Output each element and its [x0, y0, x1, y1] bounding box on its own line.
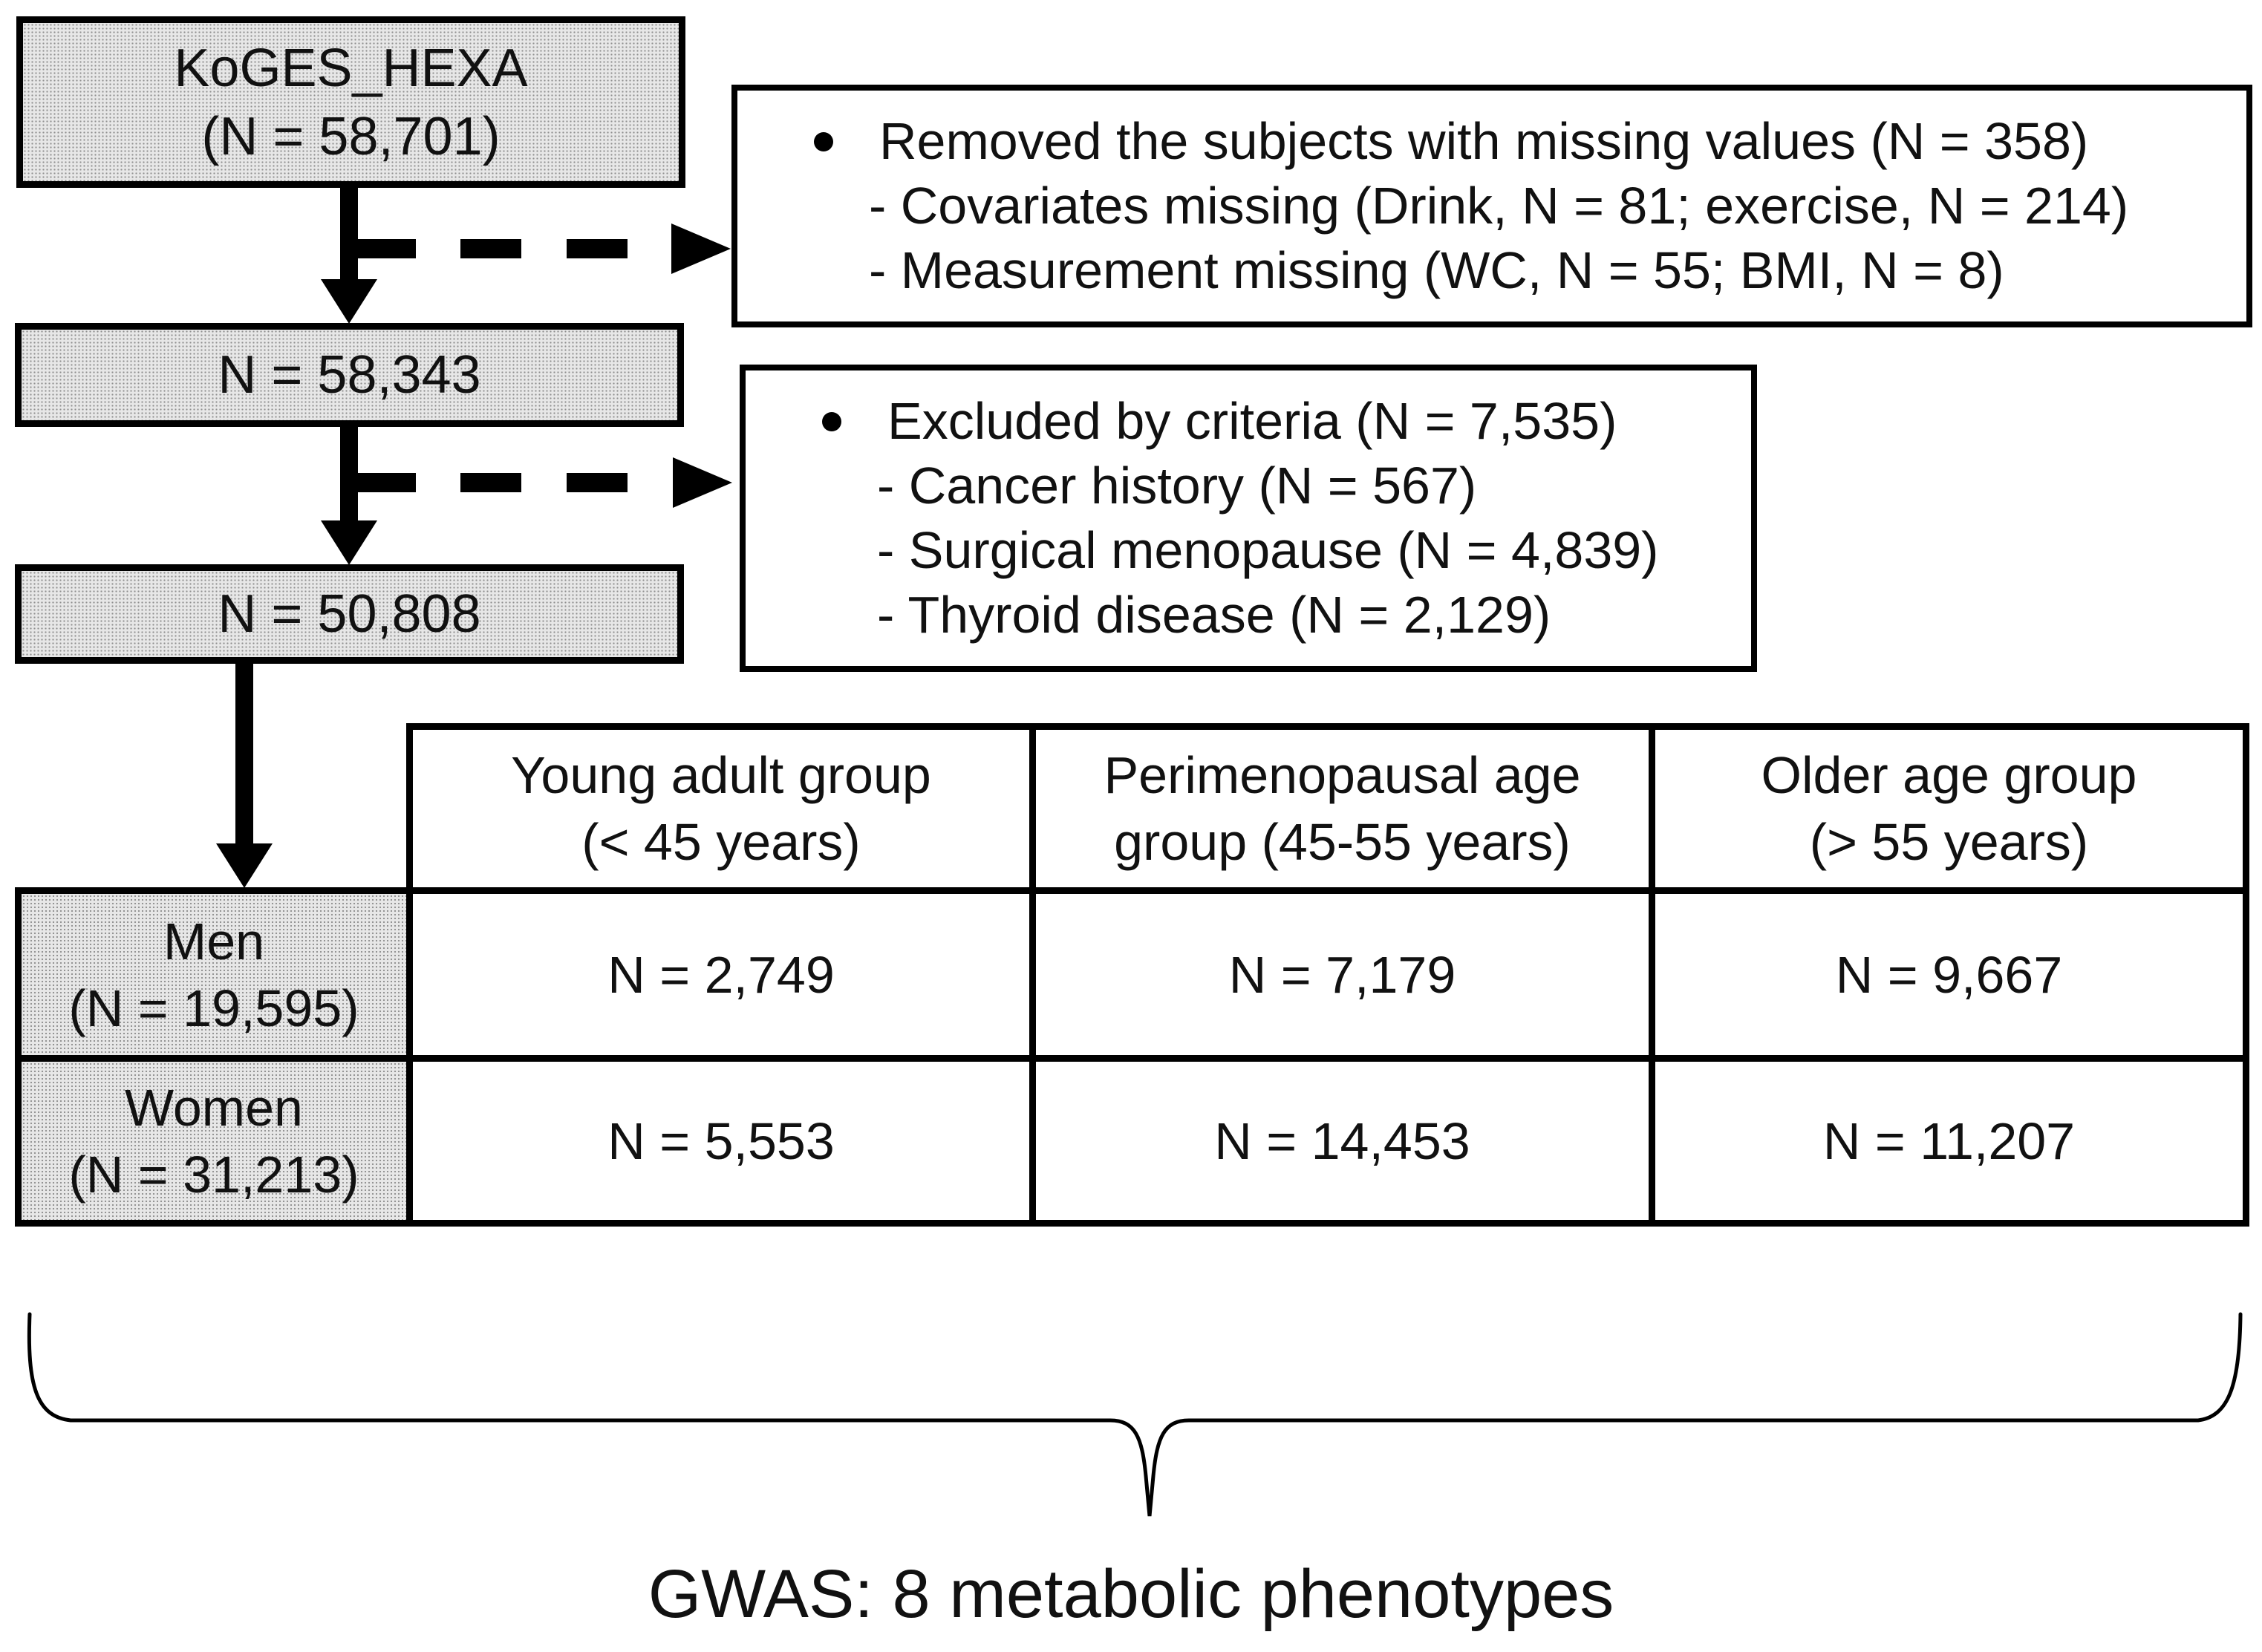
exclusion2-item: - Surgical menopause (N = 4,839) [877, 521, 1659, 579]
table-cell: N = 5,553 [406, 1055, 1036, 1227]
column-header-line: Older age group [1761, 746, 2137, 804]
table-cell: N = 11,207 [1649, 1055, 2249, 1227]
table-row-men: Men (N = 19,595) N = 2,749 N = 7,179 N =… [15, 887, 2249, 1062]
exclusion2-bullet-row: Excluded by criteria (N = 7,535) [816, 389, 1751, 454]
column-header-perimenopausal: Perimenopausal age group (45-55 years) [1029, 723, 1655, 894]
row-header-men: Men (N = 19,595) [15, 887, 413, 1062]
row-header-women: Women (N = 31,213) [15, 1055, 413, 1227]
column-header-older: Older age group (> 55 years) [1649, 723, 2249, 894]
source-cohort-name: KoGES_HEXA [174, 38, 528, 98]
column-header-line: (< 45 years) [581, 813, 861, 871]
dashed-right-arrow-segment [358, 473, 416, 492]
down-arrow-shaft [235, 664, 253, 843]
table-cell: N = 7,179 [1029, 887, 1655, 1062]
exclusion-box-missing-values: Removed the subjects with missing values… [731, 85, 2252, 327]
exclusion1-item: - Measurement missing (WC, N = 55; BMI, … [869, 241, 2004, 299]
exclusion1-item: - Covariates missing (Drink, N = 81; exe… [869, 177, 2129, 235]
bullet-icon [814, 131, 833, 151]
down-arrow-icon [321, 520, 377, 565]
exclusion1-bullet-text: Removed the subjects with missing values… [879, 112, 2089, 170]
row-header-line: Women [125, 1078, 303, 1137]
dashed-right-arrow-icon [673, 457, 732, 508]
exclusion-box-criteria: Excluded by criteria (N = 7,535) - Cance… [740, 365, 1757, 672]
step2-n-box: N = 50,808 [15, 564, 684, 664]
column-header-young-adult: Young adult group (< 45 years) [406, 723, 1036, 894]
column-header-line: group (45-55 years) [1114, 813, 1571, 871]
dashed-right-arrow-icon [671, 223, 731, 274]
table-cell: N = 9,667 [1649, 887, 2249, 1062]
table-corner-cell [19, 727, 410, 891]
down-arrow-shaft [340, 427, 358, 520]
table-header-row: Young adult group (< 45 years) Perimenop… [19, 723, 2249, 894]
exclusion2-bullet-text: Excluded by criteria (N = 7,535) [887, 392, 1617, 450]
row-header-line: (N = 31,213) [68, 1145, 359, 1204]
exclusion2-item: - Thyroid disease (N = 2,129) [877, 586, 1551, 644]
step1-n-label: N = 58,343 [218, 345, 481, 405]
step2-n-label: N = 50,808 [218, 584, 481, 644]
column-header-line: (> 55 years) [1809, 813, 2089, 871]
dashed-right-arrow-segment [460, 473, 521, 492]
table-cell: N = 14,453 [1029, 1055, 1655, 1227]
dashed-right-arrow-segment [358, 239, 416, 258]
source-cohort-n: (N = 58,701) [201, 106, 501, 166]
column-header-line: Perimenopausal age [1104, 746, 1581, 804]
down-arrow-icon [216, 843, 273, 888]
dashed-right-arrow-segment [567, 239, 628, 258]
down-arrow-icon [321, 279, 377, 324]
column-header-line: Young adult group [511, 746, 931, 804]
row-header-line: Men [163, 912, 265, 970]
dashed-right-arrow-segment [567, 473, 628, 492]
bullet-icon [822, 411, 841, 431]
dashed-right-arrow-segment [460, 239, 521, 258]
table-cell: N = 2,749 [406, 887, 1036, 1062]
row-header-line: (N = 19,595) [68, 979, 359, 1037]
source-cohort-box: KoGES_HEXA (N = 58,701) [16, 16, 685, 188]
table-row-women: Women (N = 31,213) N = 5,553 N = 14,453 … [15, 1055, 2249, 1227]
step1-n-box: N = 58,343 [15, 323, 684, 427]
gwas-caption: GWAS: 8 metabolic phenotypes [648, 1556, 1614, 1632]
exclusion2-item: - Cancer history (N = 567) [877, 457, 1477, 515]
down-arrow-shaft [340, 188, 358, 279]
age-group-table: Young adult group (< 45 years) Perimenop… [15, 723, 2249, 1227]
exclusion1-bullet-row: Removed the subjects with missing values… [808, 109, 2246, 174]
